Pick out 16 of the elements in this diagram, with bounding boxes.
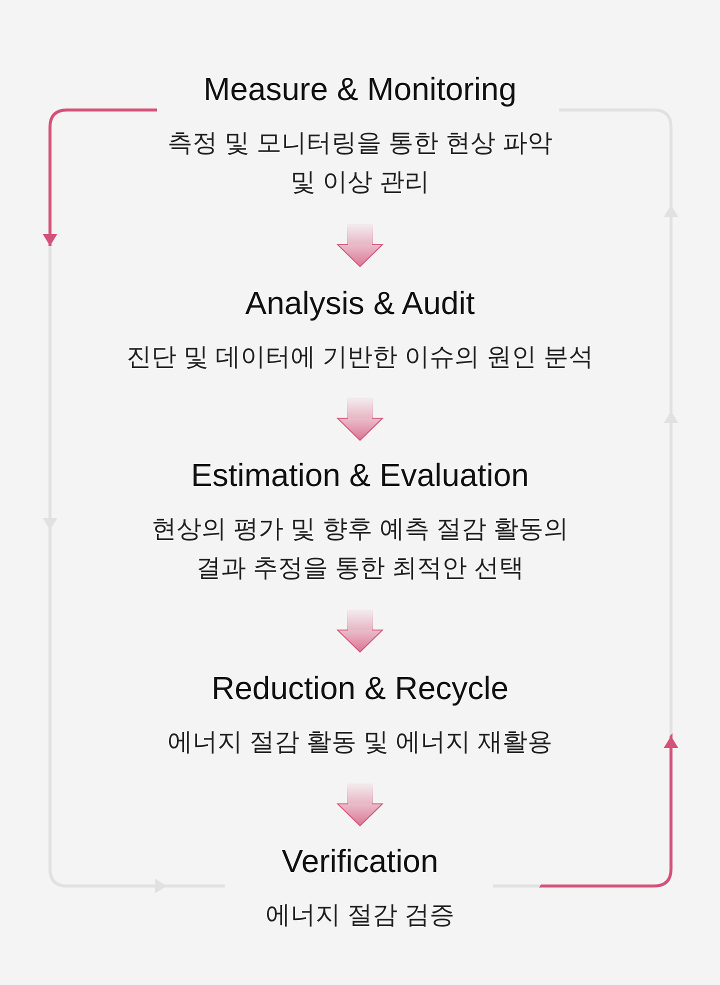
stage-description: 측정 및 모니터링을 통한 현상 파악 및 이상 관리 xyxy=(166,128,554,198)
down-arrow xyxy=(336,398,384,441)
stage-description: 현상의 평가 및 향후 예측 절감 활동의 결과 추정을 통한 최적안 선택 xyxy=(150,514,570,584)
stage-description: 진단 및 데이터에 기반한 이슈의 원인 분석 xyxy=(126,342,594,373)
down-arrow xyxy=(336,610,384,653)
stage-heading: Estimation & Evaluation xyxy=(191,456,529,494)
down-arrow xyxy=(336,783,384,826)
stage-description: 에너지 절감 검증 xyxy=(266,900,454,931)
stage-heading: Analysis & Audit xyxy=(245,284,475,322)
stage-description: 에너지 절감 활동 및 에너지 재활용 xyxy=(168,727,552,758)
loop-arrow xyxy=(42,108,225,894)
stage-heading: Reduction & Recycle xyxy=(211,669,509,707)
loop-arrow xyxy=(493,108,678,888)
stage-heading: Verification xyxy=(282,842,438,880)
down-arrow xyxy=(336,224,384,268)
stage-heading: Measure & Monitoring xyxy=(203,70,517,108)
